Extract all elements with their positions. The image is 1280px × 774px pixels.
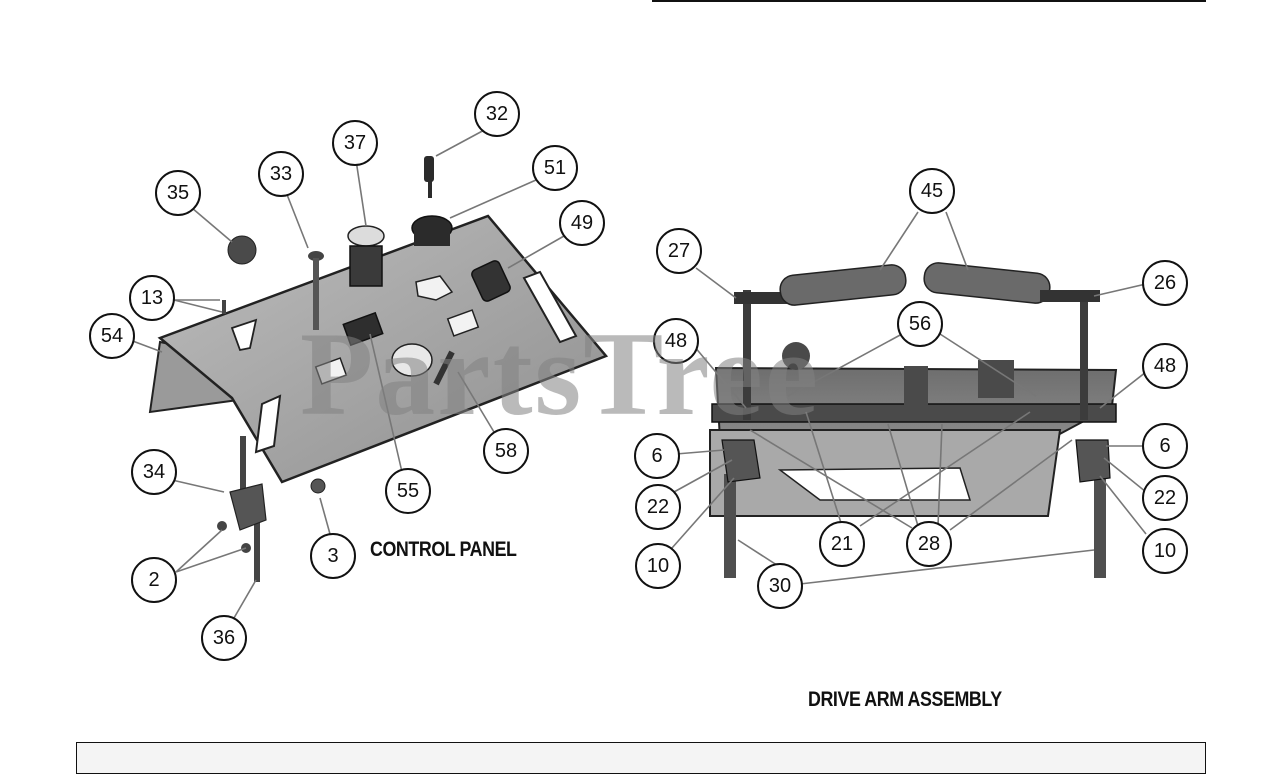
callout-37: 37 xyxy=(332,120,378,166)
callout-27: 27 xyxy=(656,228,702,274)
svg-text:13: 13 xyxy=(141,287,163,309)
panel-hole-hex xyxy=(415,275,454,301)
svg-text:37: 37 xyxy=(344,132,366,154)
bolt-33 xyxy=(308,251,324,261)
callout-10-left: 10 xyxy=(635,543,681,589)
connector-49 xyxy=(471,260,511,302)
knob-35 xyxy=(227,235,257,265)
switch-55 xyxy=(342,311,384,347)
parts-diagram: 32 37 51 33 35 49 13 54 58 55 34 3 2 36 … xyxy=(89,91,1188,661)
svg-text:36: 36 xyxy=(213,627,235,649)
svg-text:26: 26 xyxy=(1154,272,1176,294)
svg-text:34: 34 xyxy=(143,461,165,483)
leader-lines xyxy=(129,127,1147,619)
callout-33: 33 xyxy=(258,151,304,197)
panel-hole-2 xyxy=(446,309,480,337)
callout-56: 56 xyxy=(897,301,943,347)
svg-text:33: 33 xyxy=(270,163,292,185)
svg-text:56: 56 xyxy=(909,313,931,335)
arm-rod-left xyxy=(743,290,751,420)
svg-text:22: 22 xyxy=(1154,487,1176,509)
svg-text:32: 32 xyxy=(486,103,508,125)
svg-text:6: 6 xyxy=(651,445,662,467)
svg-text:45: 45 xyxy=(921,180,943,202)
svg-text:51: 51 xyxy=(544,157,566,179)
cross-bar xyxy=(711,403,1117,423)
knob xyxy=(782,342,810,370)
callout-13: 13 xyxy=(129,275,175,321)
callout-35: 35 xyxy=(155,170,201,216)
control-panel-drawing xyxy=(148,156,609,582)
callout-21: 21 xyxy=(819,521,865,567)
panel-hole-1 xyxy=(314,357,348,385)
key-32 xyxy=(424,156,434,182)
svg-text:49: 49 xyxy=(571,212,593,234)
handle-bar-right xyxy=(1040,290,1100,302)
svg-text:48: 48 xyxy=(1154,355,1176,377)
callout-34: 34 xyxy=(131,449,177,495)
callout-51: 51 xyxy=(532,145,578,191)
section-title-drive-arm-assembly: DRIVE ARM ASSEMBLY xyxy=(808,688,1002,711)
callout-45: 45 xyxy=(909,168,955,214)
callout-6-left: 6 xyxy=(634,433,680,479)
arm-rod-right xyxy=(1080,290,1088,420)
svg-text:21: 21 xyxy=(831,533,853,555)
callout-22-left: 22 xyxy=(635,484,681,530)
panel-slot-right xyxy=(522,270,578,344)
callout-48-right: 48 xyxy=(1142,343,1188,389)
panel-top-plate xyxy=(157,214,609,484)
svg-text:3: 3 xyxy=(327,545,338,567)
drive-arm-drawing xyxy=(709,262,1118,578)
nut-3 xyxy=(310,478,326,494)
leg-rod-left xyxy=(724,474,736,578)
callout-58: 58 xyxy=(483,428,529,474)
svg-text:48: 48 xyxy=(665,330,687,352)
callouts: 32 37 51 33 35 49 13 54 58 55 34 3 2 36 … xyxy=(89,91,1188,661)
callout-55: 55 xyxy=(385,468,431,514)
panel-hole-round xyxy=(391,343,433,377)
section-title-control-panel: CONTROL PANEL xyxy=(370,538,517,561)
svg-text:30: 30 xyxy=(769,575,791,597)
leg-rod-right xyxy=(1094,474,1106,578)
bolt-13 xyxy=(222,300,226,314)
callout-2: 2 xyxy=(131,557,177,603)
callout-6-right: 6 xyxy=(1142,423,1188,469)
callout-3: 3 xyxy=(310,533,356,579)
lever-36 xyxy=(240,436,246,516)
svg-text:10: 10 xyxy=(647,555,669,577)
callout-48-left: 48 xyxy=(653,318,699,364)
svg-text:54: 54 xyxy=(101,325,123,347)
callout-54: 54 xyxy=(89,313,135,359)
callout-30: 30 xyxy=(757,563,803,609)
callout-22-right: 22 xyxy=(1142,475,1188,521)
svg-text:58: 58 xyxy=(495,440,517,462)
top-rule xyxy=(652,0,1206,2)
grip-right-45 xyxy=(923,262,1051,304)
nut-2 xyxy=(217,521,227,531)
svg-text:35: 35 xyxy=(167,182,189,204)
svg-text:6: 6 xyxy=(1159,435,1170,457)
callout-10-right: 10 xyxy=(1142,528,1188,574)
handle-bar-left xyxy=(734,292,794,304)
pto-knob-37 xyxy=(347,225,385,247)
callout-28: 28 xyxy=(906,521,952,567)
panel-slot-left xyxy=(254,394,282,454)
bolt-58 xyxy=(433,350,455,386)
svg-text:27: 27 xyxy=(668,240,690,262)
callout-36: 36 xyxy=(201,615,247,661)
svg-text:10: 10 xyxy=(1154,540,1176,562)
svg-text:28: 28 xyxy=(918,533,940,555)
svg-text:55: 55 xyxy=(397,480,419,502)
callout-32: 32 xyxy=(474,91,520,137)
lever-bracket-34 xyxy=(229,483,267,531)
callout-49: 49 xyxy=(559,200,605,246)
svg-text:22: 22 xyxy=(647,496,669,518)
grip-left-45 xyxy=(779,264,907,306)
callout-26: 26 xyxy=(1142,260,1188,306)
svg-text:2: 2 xyxy=(148,569,159,591)
bottom-frame xyxy=(76,742,1206,774)
panel-slot-small xyxy=(230,318,258,352)
